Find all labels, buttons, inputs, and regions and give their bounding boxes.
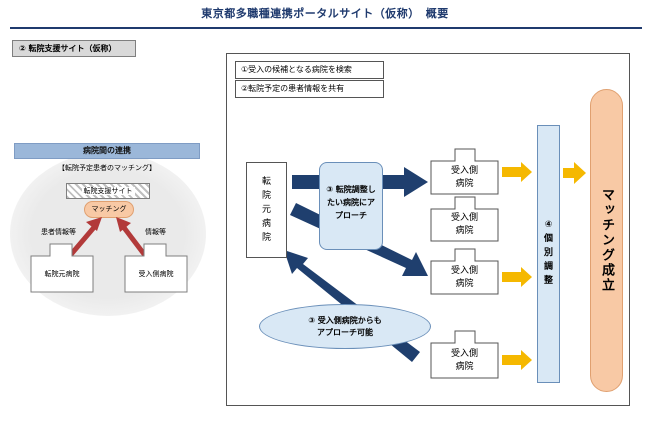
transfer-site-label: 転院支援サイト <box>81 187 135 195</box>
reverse-approach-ellipse: ③ 受入側病院からも アプローチ可能 <box>259 304 431 349</box>
patient-info-label: 患者情報等 <box>41 228 76 236</box>
receiving-hospital-label: 受入側病院 <box>138 270 174 278</box>
approach-box: ③ 転院調整したい病院にアプローチ <box>319 162 383 250</box>
origin-hospital-label: 転院元病院 <box>44 270 80 278</box>
receiving-hospital-house-2 <box>430 196 499 242</box>
receiving-hospital-label-1: 受入側病院 <box>450 166 478 189</box>
flow-frame <box>226 53 630 406</box>
receiving-info-label: 情報等 <box>145 228 166 236</box>
origin-hospital-box: 転院元病院 <box>246 162 287 258</box>
receiving-hospital-house-icon <box>124 243 188 293</box>
title-divider <box>10 27 642 29</box>
transfer-site-box: 転院支援サイト <box>66 183 150 199</box>
receiving-to-matching-arrow-shaft <box>120 223 149 260</box>
receiving-hospital-label-2: 受入側病院 <box>450 213 478 236</box>
approach-label: ③ 転院調整したい病院にアプローチ <box>326 185 376 220</box>
step-2-box: ②転院予定の患者情報を共有 <box>235 80 384 98</box>
receiving-hospital-label-3: 受入側病院 <box>450 266 478 289</box>
origin-hospital-text: 転院元病院 <box>261 177 271 243</box>
section-tag: ② 転院支援サイト（仮称） <box>12 40 136 57</box>
yellow-arrow-1 <box>502 162 532 182</box>
receiving-hospital-house-4 <box>430 330 499 379</box>
receiving-to-matching-arrow-head <box>116 217 131 232</box>
yellow-arrow-success <box>563 162 586 184</box>
left-panel-header: 病院間の連携 <box>14 143 200 159</box>
page-title: 東京都多職種連携ポータルサイト（仮称） 概要 <box>201 7 449 20</box>
receiving-hospital-house-1 <box>430 148 499 195</box>
individual-adjustment-label: ④個別調整 <box>543 220 553 286</box>
origin-to-matching-arrow-head <box>86 217 102 231</box>
matching-success-pill: マッチング成立 <box>590 89 623 392</box>
receiving-hospital-house-3 <box>430 248 499 295</box>
reverse-approach-line-2: アプローチ可能 <box>317 328 373 337</box>
origin-to-matching-arrow-shaft <box>66 223 98 260</box>
origin-hospital-house-icon <box>30 243 94 293</box>
step-1-box: ①受入の候補となる病院を検索 <box>235 61 384 79</box>
receiving-hospital-label-4: 受入側病院 <box>450 349 478 372</box>
left-panel-subtitle: 【転院予定患者のマッチング】 <box>58 164 156 172</box>
yellow-arrow-2 <box>502 267 532 287</box>
reverse-approach-line-1: ③ 受入側病院からも <box>308 316 382 325</box>
individual-adjustment-bar: ④個別調整 <box>537 125 560 383</box>
yellow-arrow-3 <box>502 350 532 370</box>
matching-success-label: マッチング成立 <box>599 188 614 293</box>
matching-pill: マッチング <box>84 201 134 218</box>
